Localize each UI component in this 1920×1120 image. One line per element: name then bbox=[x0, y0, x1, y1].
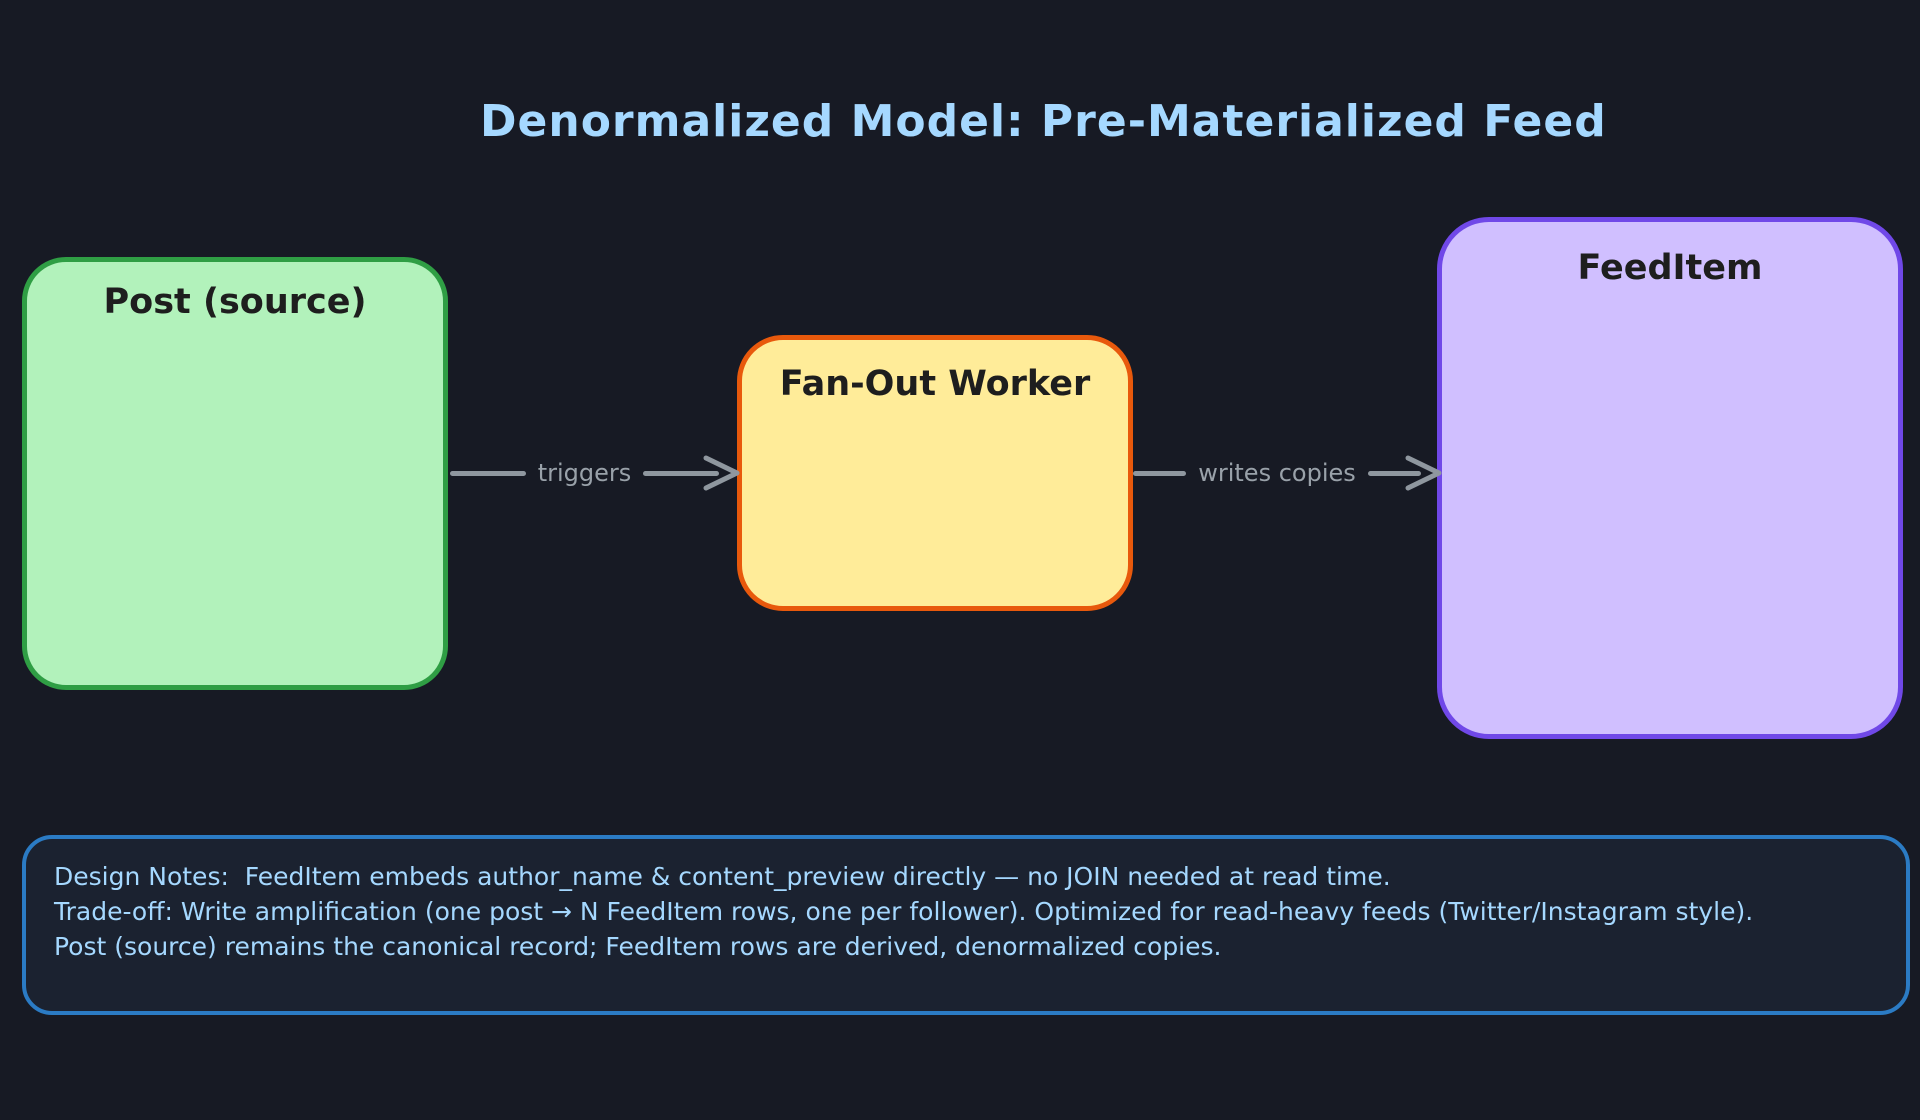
node-feed-item-label: FeedItem bbox=[1577, 248, 1763, 288]
node-post-source-label: Post (source) bbox=[103, 282, 367, 322]
edge-writes-copies: writes copies bbox=[1133, 449, 1442, 497]
node-post-source: Post (source) bbox=[22, 257, 448, 690]
design-notes-line-1: Design Notes: FeedItem embeds author_nam… bbox=[54, 862, 1391, 891]
design-notes-line-3: Post (source) remains the canonical reco… bbox=[54, 932, 1222, 961]
node-fan-out-worker-label: Fan-Out Worker bbox=[779, 364, 1091, 404]
edge-writes-copies-label: writes copies bbox=[1198, 459, 1356, 487]
design-notes-line-2: Trade-off: Write amplification (one post… bbox=[54, 897, 1754, 926]
edge-triggers-label: triggers bbox=[537, 459, 632, 487]
arrowhead-icon bbox=[703, 455, 740, 491]
arrowhead-icon bbox=[1405, 455, 1442, 491]
node-feed-item: FeedItem bbox=[1437, 217, 1903, 739]
edge-triggers: triggers bbox=[450, 449, 740, 497]
edge-line bbox=[450, 470, 526, 476]
diagram-title: Denormalized Model: Pre-Materialized Fee… bbox=[480, 96, 1607, 147]
node-fan-out-worker: Fan-Out Worker bbox=[737, 335, 1133, 611]
edge-line bbox=[1367, 470, 1421, 476]
design-notes-panel: Design Notes: FeedItem embeds author_nam… bbox=[22, 835, 1910, 1015]
edge-line bbox=[643, 470, 719, 476]
edge-line bbox=[1133, 470, 1187, 476]
